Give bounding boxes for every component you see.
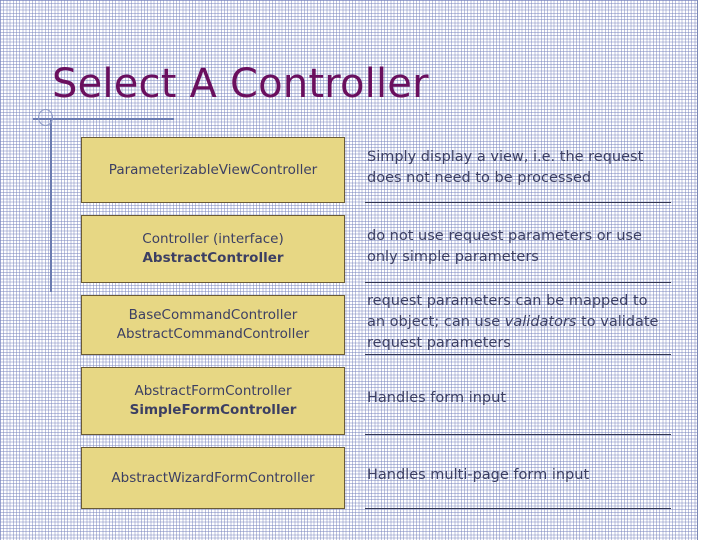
controller-table: ParameterizableViewController Simply dis… bbox=[81, 137, 671, 509]
controller-description-cell: do not use request parameters or use onl… bbox=[365, 215, 671, 283]
description-emphasis: validators bbox=[504, 314, 577, 330]
column-gap bbox=[345, 367, 365, 435]
controller-name-line: Controller (interface) bbox=[142, 231, 284, 247]
column-gap bbox=[345, 295, 365, 355]
table-row: AbstractFormController SimpleFormControl… bbox=[81, 367, 671, 435]
column-gap bbox=[345, 447, 365, 509]
controller-description-text: request parameters can be mapped to an o… bbox=[367, 291, 669, 354]
controller-description-cell: request parameters can be mapped to an o… bbox=[365, 293, 671, 355]
table-row: ParameterizableViewController Simply dis… bbox=[81, 137, 671, 203]
controller-name-line: AbstractController bbox=[142, 250, 284, 266]
table-row: AbstractWizardFormController Handles mul… bbox=[81, 447, 671, 509]
controller-description-cell: Simply display a view, i.e. the request … bbox=[365, 137, 671, 203]
row-gap bbox=[81, 435, 671, 447]
controller-name-line: AbstractFormController bbox=[134, 383, 292, 399]
controller-name-line: SimpleFormController bbox=[129, 402, 297, 418]
controller-name-cell: AbstractFormController SimpleFormControl… bbox=[81, 367, 345, 435]
controller-description-text: Handles form input bbox=[367, 390, 507, 406]
controller-name-line: BaseCommandController bbox=[128, 307, 298, 323]
controller-description-text: Handles multi-page form input bbox=[367, 467, 590, 483]
controller-name-cell: ParameterizableViewController bbox=[81, 137, 345, 203]
controller-name-cell: Controller (interface) AbstractControlle… bbox=[81, 215, 345, 283]
decorative-vertical-rule bbox=[50, 118, 52, 292]
description-part: to validate request parameters bbox=[367, 314, 659, 351]
table-row: BaseCommandController AbstractCommandCon… bbox=[81, 293, 671, 355]
controller-description-cell: Handles multi-page form input bbox=[365, 447, 671, 509]
controller-name-cell: BaseCommandController AbstractCommandCon… bbox=[81, 295, 345, 355]
controller-description-text: Simply display a view, i.e. the request … bbox=[367, 148, 644, 186]
controller-name-line: ParameterizableViewController bbox=[108, 161, 318, 178]
column-gap bbox=[345, 137, 365, 203]
column-gap bbox=[345, 215, 365, 283]
page-title: Select A Controller bbox=[52, 61, 429, 107]
row-gap bbox=[81, 355, 671, 367]
graph-paper-right-margin-rule bbox=[697, 0, 699, 540]
description-part: request parameters can be mapped to an o… bbox=[367, 293, 648, 330]
controller-name-line: AbstractCommandController bbox=[116, 326, 310, 342]
decorative-horizontal-rule bbox=[33, 118, 174, 120]
controller-description-text: do not use request parameters or use onl… bbox=[367, 227, 642, 265]
table-row: Controller (interface) AbstractControlle… bbox=[81, 215, 671, 283]
controller-name-line: AbstractWizardFormController bbox=[111, 469, 315, 486]
decorative-circle-icon bbox=[38, 109, 53, 126]
row-gap bbox=[81, 203, 671, 215]
controller-name-cell: AbstractWizardFormController bbox=[81, 447, 345, 509]
controller-description-cell: Handles form input bbox=[365, 367, 671, 435]
